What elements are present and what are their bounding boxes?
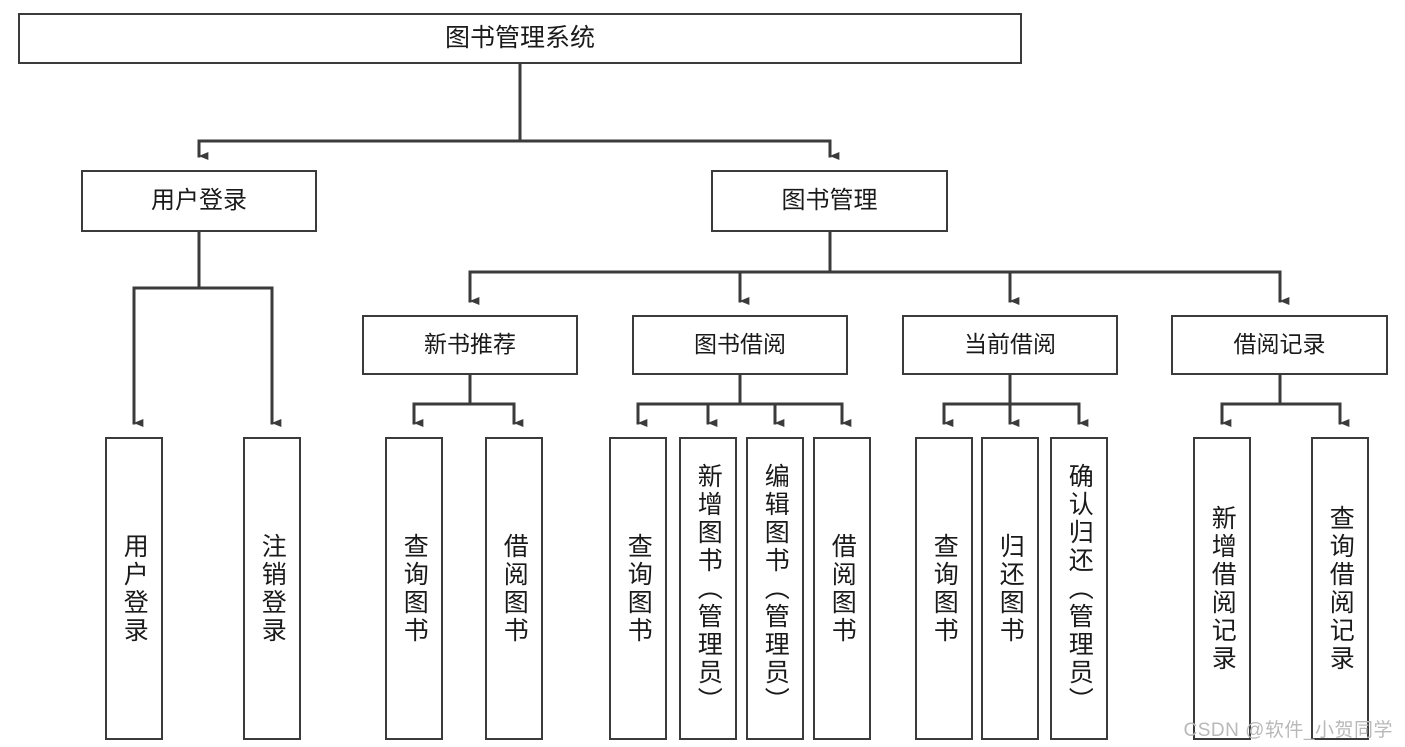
leaf-recommend-query-book[interactable]: 查询图书 — [385, 437, 443, 740]
node-label: 查询图书 — [930, 532, 959, 645]
node-label: 新增借阅记录 — [1208, 504, 1237, 673]
leaf-login-logout[interactable]: 注销登录 — [243, 437, 301, 740]
node-label: 注销登录 — [258, 532, 287, 645]
node-label: 确认归还（管理员） — [1065, 462, 1094, 715]
node-current-borrow[interactable]: 当前借阅 — [902, 315, 1118, 375]
node-label: 用户登录 — [120, 532, 149, 645]
node-book-borrow[interactable]: 图书借阅 — [632, 315, 848, 375]
leaf-borrow-edit-book-admin[interactable]: 编辑图书（管理员） — [746, 437, 804, 740]
leaf-borrow-query-book[interactable]: 查询图书 — [609, 437, 667, 740]
node-label: 用户登录 — [151, 186, 247, 214]
leaf-records-query-record[interactable]: 查询借阅记录 — [1311, 437, 1369, 740]
node-borrow-records[interactable]: 借阅记录 — [1171, 315, 1388, 375]
leaf-current-return-book[interactable]: 归还图书 — [981, 437, 1039, 740]
node-label: 图书管理 — [781, 186, 878, 214]
node-label: 图书管理系统 — [444, 23, 595, 52]
leaf-records-add-record[interactable]: 新增借阅记录 — [1193, 437, 1251, 740]
leaf-current-query-book[interactable]: 查询图书 — [915, 437, 973, 740]
node-label: 当前借阅 — [964, 331, 1056, 358]
node-label: 查询图书 — [624, 532, 653, 645]
leaf-recommend-borrow-book[interactable]: 借阅图书 — [485, 437, 543, 740]
node-label: 图书借阅 — [694, 331, 786, 358]
node-new-book-recommend[interactable]: 新书推荐 — [362, 315, 578, 375]
csdn-watermark: CSDN @软件_小贺同学 — [1183, 720, 1393, 741]
node-label: 借阅图书 — [828, 532, 857, 645]
leaf-login-user-login[interactable]: 用户登录 — [105, 437, 163, 740]
node-book-management[interactable]: 图书管理 — [711, 170, 948, 232]
node-label: 新增图书（管理员） — [694, 462, 723, 715]
leaf-current-confirm-return-admin[interactable]: 确认归还（管理员） — [1050, 437, 1108, 740]
leaf-borrow-add-book-admin[interactable]: 新增图书（管理员） — [679, 437, 737, 740]
node-label: 归还图书 — [996, 532, 1025, 645]
node-label: 查询借阅记录 — [1326, 504, 1355, 673]
node-label: 查询图书 — [400, 532, 429, 645]
node-label: 新书推荐 — [424, 331, 516, 358]
node-label: 编辑图书（管理员） — [761, 462, 790, 715]
node-label: 借阅图书 — [500, 532, 529, 645]
node-root-system[interactable]: 图书管理系统 — [18, 13, 1022, 64]
node-user-login[interactable]: 用户登录 — [81, 170, 317, 232]
leaf-borrow-borrow-book[interactable]: 借阅图书 — [813, 437, 871, 740]
node-label: 借阅记录 — [1233, 331, 1326, 358]
